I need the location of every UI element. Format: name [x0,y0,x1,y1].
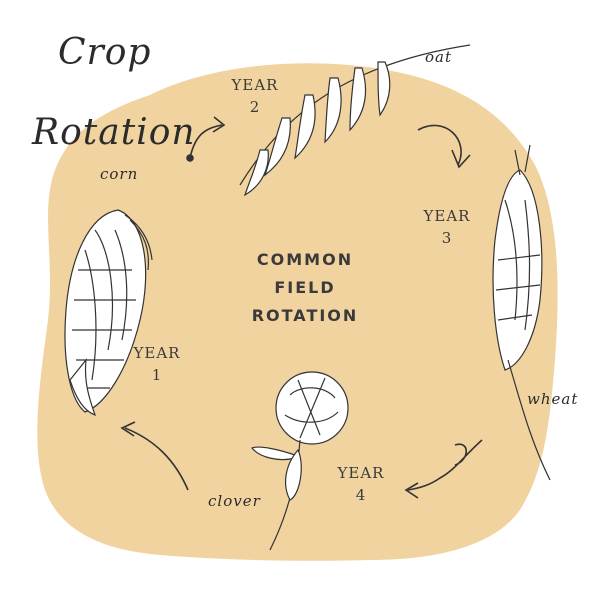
crop-label-wheat: wheat [527,390,579,408]
arrow-year1-to-year2 [186,116,226,162]
year-number: 2 [249,98,261,116]
arrow-year3-to-year4 [404,439,483,499]
clover-icon [251,371,349,551]
arrow-year4-to-year1 [120,421,189,491]
year-label-3: YEAR 3 [422,205,472,249]
center-title-line-1: COMMON [256,250,354,269]
crop-label-clover: clover [208,492,261,510]
oat-icon [239,44,471,197]
year-label-1: YEAR 1 [132,342,182,386]
crop-label-oat: oat [425,48,453,66]
year-word: YEAR [133,344,181,362]
title-line-1: Crop [58,32,152,73]
arrow-year2-to-year3 [417,124,471,169]
center-title-line-3: ROTATION [251,306,359,325]
center-title: COMMON FIELD ROTATION [240,246,370,330]
year-word: YEAR [337,464,385,482]
center-title-line-2: FIELD [274,278,336,297]
year-word: YEAR [231,76,279,94]
corn-icon [64,209,153,417]
year-word: YEAR [423,207,471,225]
wheat-icon [492,144,551,481]
year-number: 1 [151,366,163,384]
background-blob [37,63,558,561]
year-number: 3 [441,229,453,247]
crop-label-corn: corn [100,165,139,183]
year-label-4: YEAR 4 [336,462,386,506]
year-label-2: YEAR 2 [230,74,280,118]
title-line-2: Rotation [32,112,196,153]
year-number: 4 [355,486,367,504]
